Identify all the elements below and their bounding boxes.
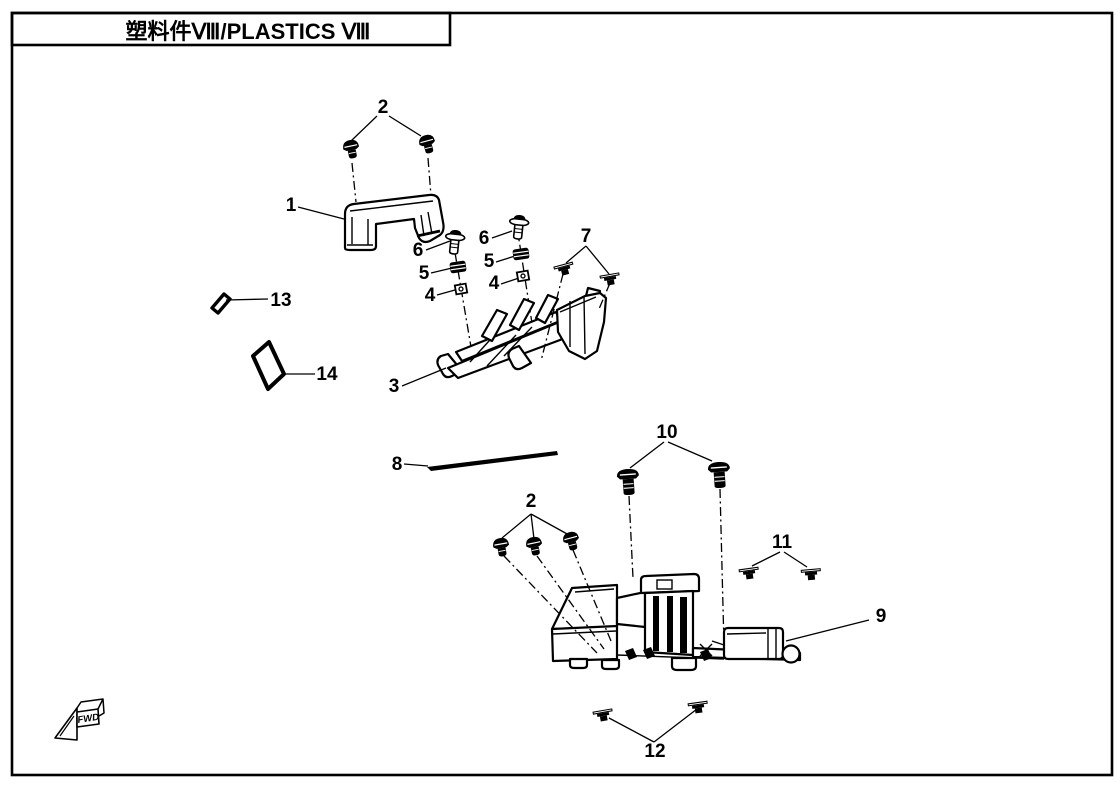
- part-13-pad: [210, 292, 232, 315]
- axis-lines-top-screws: [351, 157, 432, 203]
- callout-14: 14: [283, 364, 338, 385]
- callout-11: 11: [751, 532, 808, 568]
- axis-lines-10: [628, 488, 725, 647]
- clip-7-right: [599, 271, 622, 288]
- callout-3: 3: [389, 367, 447, 397]
- part-3-bracket: [436, 286, 608, 380]
- callout-6-left: 6: [413, 240, 451, 261]
- axis-lines-bottom-screws: [503, 549, 612, 654]
- clip-12-left: [592, 707, 615, 724]
- part-tray-assembly: [550, 572, 802, 672]
- washers-5-left: [448, 259, 468, 275]
- callout-7: 7: [565, 226, 610, 275]
- svg-text:12: 12: [644, 741, 665, 762]
- clip-11-left: [738, 566, 761, 581]
- clip-7-left: [552, 261, 576, 278]
- screw-10-right: [706, 460, 732, 490]
- svg-text:14: 14: [316, 364, 338, 385]
- axis-lines-clips-7: [540, 273, 611, 362]
- callout-12: 12: [608, 708, 698, 762]
- svg-text:6: 6: [413, 240, 424, 261]
- screw-2-bottom-3: [560, 529, 583, 553]
- clip-11-right: [800, 567, 823, 582]
- screw-2-bottom-1: [491, 536, 512, 559]
- screw-2-bottom-2: [524, 534, 545, 558]
- callout-10: 10: [629, 422, 713, 469]
- screw-2-top-left: [341, 137, 362, 161]
- part-14-pad: [251, 340, 286, 391]
- page-title: 塑料件Ⅷ/PLASTICS Ⅷ: [126, 19, 371, 44]
- callout-5-right: 5: [484, 251, 516, 272]
- washers-5-right: [511, 246, 531, 262]
- svg-text:1: 1: [286, 195, 297, 216]
- svg-text:4: 4: [489, 273, 500, 294]
- svg-text:2: 2: [526, 491, 537, 512]
- part-1-bracket: [343, 193, 445, 252]
- callout-4-left: 4: [425, 285, 456, 306]
- svg-text:5: 5: [484, 251, 495, 272]
- svg-text:2: 2: [378, 97, 389, 118]
- callout-1: 1: [286, 195, 345, 220]
- svg-text:7: 7: [581, 226, 592, 247]
- callout-13: 13: [225, 290, 292, 311]
- svg-text:11: 11: [772, 532, 793, 553]
- callout-2-bottom: 2: [501, 491, 570, 540]
- svg-text:6: 6: [479, 228, 490, 249]
- callout-6-right: 6: [479, 228, 513, 249]
- part-8-rod: [427, 451, 558, 471]
- svg-text:10: 10: [656, 422, 677, 443]
- title-box: [10, 11, 452, 47]
- callout-2-top: 2: [350, 97, 422, 142]
- callout-8: 8: [392, 454, 429, 475]
- fwd-label: FWD: [77, 712, 100, 726]
- svg-text:5: 5: [419, 263, 430, 284]
- callout-9: 9: [785, 606, 887, 642]
- svg-text:4: 4: [425, 285, 436, 306]
- svg-text:3: 3: [389, 376, 400, 397]
- fwd-arrow: FWD: [54, 698, 105, 741]
- callout-5-left: 5: [419, 263, 453, 284]
- svg-text:8: 8: [392, 454, 403, 475]
- clip-12-right: [687, 700, 710, 715]
- nut-4-right: [515, 269, 531, 283]
- svg-text:13: 13: [270, 290, 291, 311]
- svg-text:9: 9: [876, 606, 887, 627]
- screw-2-top-right: [416, 132, 439, 156]
- screw-10-left: [615, 467, 641, 497]
- bolt-6-right: [507, 213, 531, 241]
- page-border: [10, 11, 1114, 777]
- nut-4-left: [453, 282, 469, 296]
- callout-4-right: 4: [489, 273, 520, 294]
